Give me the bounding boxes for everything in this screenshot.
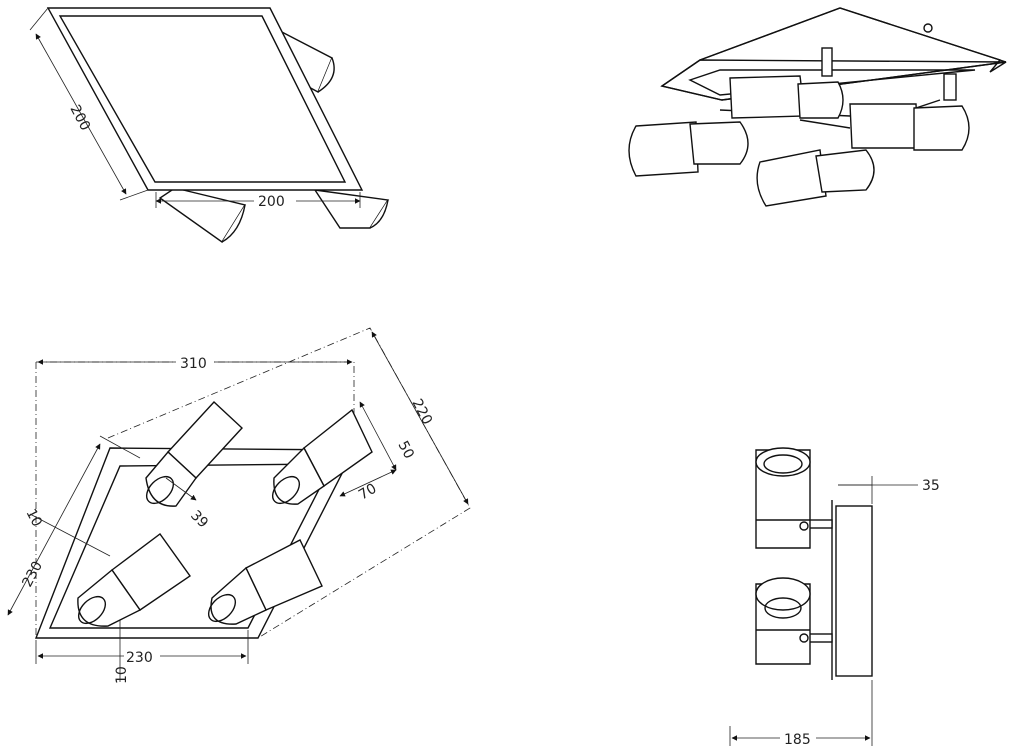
spot-right bbox=[849, 103, 919, 149]
dim-spot-len-line bbox=[339, 469, 397, 497]
dim-depth-ext-bottom bbox=[119, 189, 149, 201]
square-panel-outer bbox=[46, 7, 364, 191]
spot-left-head bbox=[689, 121, 749, 165]
side-backplate bbox=[835, 505, 873, 677]
side-spot-bottom-rim bbox=[755, 577, 811, 611]
dim-spot-width-line bbox=[359, 401, 397, 471]
spot-back-right-end bbox=[317, 57, 335, 93]
side-spot-bottom-pivot bbox=[799, 633, 809, 643]
stem-back bbox=[821, 47, 833, 77]
dim-width-bg bbox=[254, 192, 296, 210]
dim-offset-top-label: 10 bbox=[22, 506, 44, 529]
spot-front bbox=[756, 149, 827, 207]
perspective-view bbox=[628, 7, 1007, 207]
plan-spot-2-lens bbox=[271, 475, 301, 505]
dim-spot-len-label: 70 bbox=[356, 481, 379, 504]
canopy-inner bbox=[688, 69, 976, 96]
dim-spot-dia-label: 39 bbox=[187, 508, 211, 532]
dim-side-height-bg bbox=[780, 730, 816, 746]
dim-offset-top-line bbox=[29, 513, 111, 557]
spot-right-head bbox=[913, 105, 970, 151]
dim-length-bg bbox=[176, 354, 214, 370]
side-spot-top-inner bbox=[763, 454, 803, 474]
spot-front-right-end bbox=[369, 199, 389, 229]
dim-offset-bottom-label: 10 bbox=[114, 666, 130, 684]
plan-spot-1-lens bbox=[145, 475, 175, 505]
dim-spot-dia-line bbox=[165, 477, 197, 501]
side-spot-top-pivot bbox=[799, 521, 809, 531]
mount-screw bbox=[923, 23, 933, 33]
dim-side-label: 230 bbox=[19, 559, 46, 590]
dim-width-label: 200 bbox=[258, 194, 285, 210]
dim-side-ext bbox=[99, 435, 141, 459]
plan-spot-4-lens bbox=[207, 593, 237, 623]
spot-left bbox=[628, 121, 699, 177]
spot-front-left-end bbox=[221, 204, 246, 243]
dim-side-depth-label: 35 bbox=[922, 478, 940, 494]
dim-depth-line bbox=[35, 33, 127, 195]
dim-side-height-label: 185 bbox=[784, 732, 811, 748]
dim-spot-width-label: 50 bbox=[394, 438, 416, 461]
dim-bottom-bg bbox=[124, 648, 160, 664]
dim-side-line bbox=[7, 443, 101, 616]
envelope-top bbox=[36, 361, 355, 420]
spot-back-head bbox=[797, 81, 844, 119]
spot-back bbox=[729, 75, 806, 119]
side-spot-top-rim bbox=[755, 447, 811, 477]
dim-length-label: 310 bbox=[180, 356, 207, 372]
plan-spot-3-head bbox=[77, 568, 142, 627]
dim-diagonal-line bbox=[371, 331, 469, 505]
canopy-back-edge bbox=[699, 7, 1007, 63]
top-view: 200 200 bbox=[29, 7, 390, 244]
side-view: 35 185 bbox=[729, 447, 940, 748]
side-spot-bottom-inner bbox=[764, 597, 802, 619]
stem-right bbox=[943, 73, 957, 101]
envelope-diagonal bbox=[107, 327, 471, 639]
plan-spot-3-lens bbox=[77, 595, 107, 625]
dim-bottom-label: 230 bbox=[126, 650, 153, 666]
spot-front-head bbox=[815, 149, 875, 193]
dim-diagonal-label: 220 bbox=[408, 396, 435, 427]
plan-view: 310 220 230 10 230 10 39 50 70 bbox=[7, 327, 471, 684]
dim-depth-ext-top bbox=[29, 7, 49, 31]
